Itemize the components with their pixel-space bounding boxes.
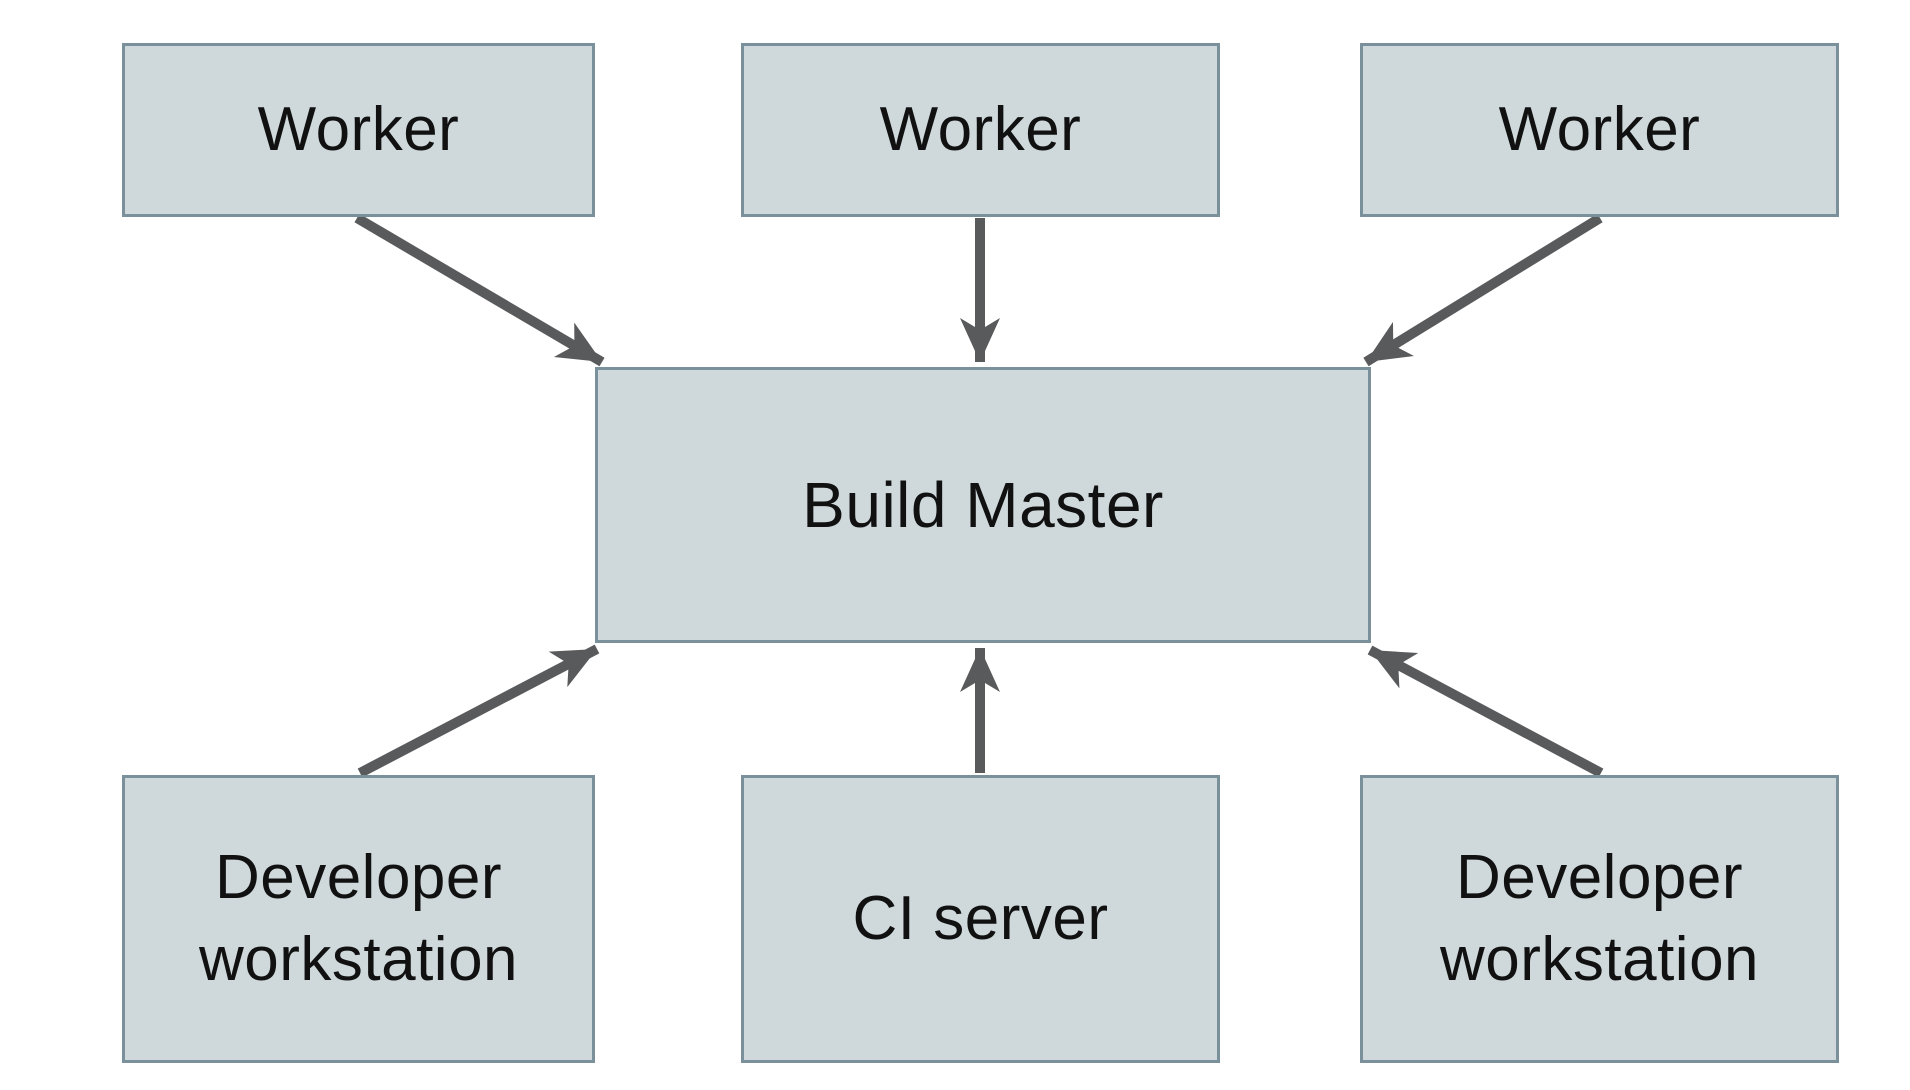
node-ci-server-label: CI server [852, 884, 1109, 954]
node-worker-1-label: Worker [257, 95, 460, 165]
node-build-master: Build Master [595, 367, 1371, 643]
node-developer-workstation-1-label: Developer workstation [198, 843, 519, 994]
node-worker-2-label: Worker [879, 95, 1082, 165]
arrow-dev1-to-buildmaster [357, 644, 600, 778]
node-worker-2: Worker [741, 43, 1220, 217]
arrow-dev2-to-buildmaster [1367, 645, 1604, 778]
node-build-master-label: Build Master [802, 468, 1164, 541]
node-ci-server: CI server [741, 775, 1220, 1063]
node-worker-1: Worker [122, 43, 595, 217]
node-developer-workstation-1: Developer workstation [122, 775, 595, 1063]
node-worker-3-label: Worker [1498, 95, 1701, 165]
node-developer-workstation-2: Developer workstation [1360, 775, 1839, 1063]
node-worker-3: Worker [1360, 43, 1839, 217]
node-developer-workstation-2-label: Developer workstation [1439, 843, 1760, 994]
arrow-worker3-to-buildmaster [1363, 213, 1603, 367]
arrow-worker1-to-buildmaster [354, 213, 605, 367]
